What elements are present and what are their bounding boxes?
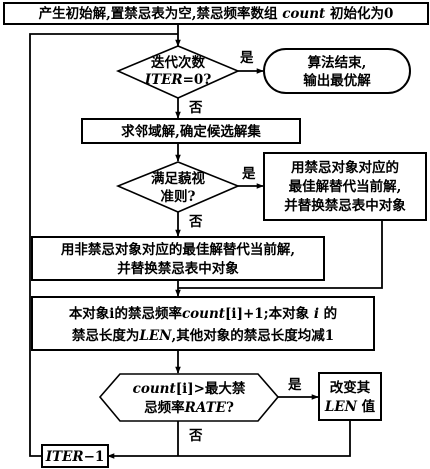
replace-tabu-line1: 用禁忌对象对应的 (291, 159, 399, 176)
decrement-step: ITER−1 (41, 444, 109, 468)
freq-yes-label: 是 (288, 377, 302, 393)
replace-nontabu-box (31, 236, 325, 281)
neighborhood-text: 求邻域解,确定候选解集 (121, 123, 261, 140)
end-terminal (263, 48, 411, 94)
update-step: 本对象i的禁忌频率count[i]+1;本对象 i 的 禁忌长度为LEN,其他对… (31, 296, 375, 351)
connectors (29, 24, 383, 459)
replace-nontabu-step: 用非禁忌对象对应的最佳解替代当前解, 并替换禁忌表中对象 (31, 236, 325, 281)
iter-check-line1: 迭代次数 (151, 54, 205, 71)
end-step: 算法结束, 输出最优解 (263, 48, 411, 94)
update-line1: 本对象i的禁忌频率count[i]+1;本对象 i 的 (69, 305, 337, 322)
decrement-box (41, 444, 109, 468)
replace-tabu-line3: 并替换禁忌表中对象 (284, 197, 406, 214)
iter-check-diamond (115, 45, 241, 99)
change-len-box (318, 372, 382, 421)
neighborhood-box (81, 118, 301, 144)
aspiration-line1: 满足藐视 (151, 170, 205, 187)
line-replace-tabu-merge (178, 220, 383, 289)
end-line1: 算法结束, (308, 54, 367, 71)
iter-no-label: 否 (188, 100, 203, 116)
init-box (3, 2, 429, 25)
line-change-len-merge (178, 420, 351, 457)
freq-check-step: count[i]>最大禁 忌频率RATE? 是 否 (98, 373, 302, 444)
update-box (31, 296, 375, 351)
end-line2: 输出最优解 (303, 72, 371, 89)
aspiration-step: 满足藐视 准则? 是 否 (115, 161, 256, 230)
replace-tabu-box (263, 152, 427, 221)
freq-check-hexagon (98, 373, 280, 422)
replace-nontabu-line1: 用非禁忌对象对应的最佳解替代当前解, (61, 241, 295, 258)
iter-yes-label: 是 (240, 50, 254, 66)
line-loop-back (29, 33, 178, 457)
init-step: 产生初始解,置禁忌表为空,禁忌频率数组 count 初始化为0 (3, 2, 429, 25)
freq-check-line1: count[i]>最大禁 (133, 380, 246, 397)
change-len-line1: 改变其 (330, 379, 371, 396)
iter-check-step: 迭代次数 ITER=0? 是 否 (115, 45, 254, 116)
change-len-step: 改变其 LEN 值 (318, 372, 382, 421)
change-len-line2: LEN 值 (324, 398, 376, 415)
freq-check-line2: 忌频率RATE? (144, 399, 234, 416)
aspiration-yes-label: 是 (242, 166, 256, 182)
iter-check-line2: ITER=0? (144, 72, 212, 88)
freq-no-label: 否 (188, 428, 203, 444)
replace-nontabu-line2: 并替换禁忌表中对象 (117, 260, 239, 277)
neighborhood-step: 求邻域解,确定候选解集 (81, 118, 301, 144)
init-text: 产生初始解,置禁忌表为空,禁忌频率数组 count 初始化为0 (39, 5, 394, 22)
replace-tabu-step: 用禁忌对象对应的 最佳解替代当前解, 并替换禁忌表中对象 (263, 152, 427, 221)
update-line2: 禁忌长度为LEN,其他对象的禁忌长度均减1 (71, 327, 334, 344)
aspiration-no-label: 否 (188, 214, 203, 230)
aspiration-diamond (115, 161, 241, 213)
decrement-text: ITER−1 (45, 449, 105, 465)
replace-tabu-line2: 最佳解替代当前解, (289, 178, 402, 195)
aspiration-line2: 准则? (161, 188, 196, 205)
